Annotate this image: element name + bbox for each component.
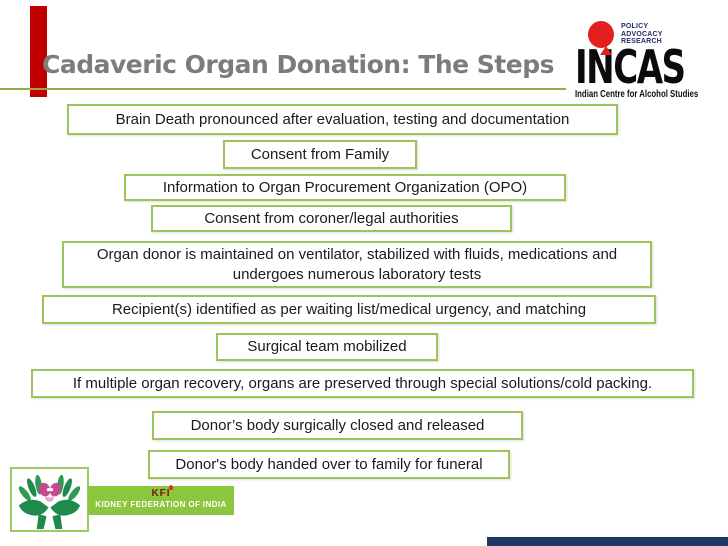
page-title: Cadaveric Organ Donation: The Steps (42, 50, 555, 79)
kfi-full-name: KIDNEY FEDERATION OF INDIA (95, 500, 227, 509)
incas-full-name: Indian Centre for Alcohol Studies (575, 89, 699, 100)
step-label: Brain Death pronounced after evaluation,… (115, 110, 570, 128)
red-accent-bar (30, 6, 47, 97)
step-label: Consent from coroner/legal authorities (204, 209, 459, 227)
incas-logo: POLICY ADVOCACY RESEARCH INCAS Indian Ce… (574, 18, 724, 104)
step-box-recipient-identified: Recipient(s) identified as per waiting l… (42, 295, 656, 324)
step-label: Donor's body handed over to family for f… (175, 455, 483, 473)
kfi-hands-svg (18, 474, 81, 530)
incas-tagline-line: RESEARCH (621, 38, 662, 45)
kfi-acronym-text: KFI (151, 488, 171, 499)
incas-tagline-line: POLICY (621, 23, 649, 30)
step-box-opo-information: Information to Organ Procurement Organiz… (124, 174, 566, 201)
step-label: Recipient(s) identified as per waiting l… (111, 300, 587, 318)
step-label: Surgical team mobilized (247, 338, 407, 356)
footer-accent-bar (487, 537, 728, 546)
step-box-organ-preservation: If multiple organ recovery, organs are p… (31, 369, 694, 398)
title-underline (0, 88, 566, 90)
kfi-banner: KFI KIDNEY FEDERATION OF INDIA (88, 485, 234, 515)
step-label: If multiple organ recovery, organs are p… (72, 374, 653, 392)
step-box-body-handed-over: Donor's body handed over to family for f… (148, 450, 510, 479)
step-label: Donor’s body surgically closed and relea… (190, 416, 485, 434)
kfi-acronym: KFI (88, 485, 234, 499)
step-box-coroner-consent: Consent from coroner/legal authorities (151, 205, 512, 232)
kfi-hands-icon (10, 467, 89, 532)
step-box-consent-family: Consent from Family (223, 140, 417, 169)
kfi-flame-icon (169, 485, 173, 490)
step-box-body-closed: Donor’s body surgically closed and relea… (152, 411, 523, 440)
step-label: Organ donor is maintained on ventilator,… (96, 246, 618, 283)
incas-caret-icon (600, 46, 612, 55)
step-label: Consent from Family (250, 145, 390, 163)
step-box-surgical-team: Surgical team mobilized (216, 333, 438, 361)
incas-tagline-line: ADVOCACY (621, 30, 663, 38)
step-box-donor-maintained: Organ donor is maintained on ventilator,… (62, 241, 652, 288)
incas-red-dot-icon (588, 21, 614, 48)
incas-acronym: INCAS (575, 40, 686, 94)
step-label: Information to Organ Procurement Organiz… (162, 178, 528, 196)
step-box-brain-death: Brain Death pronounced after evaluation,… (67, 104, 618, 135)
incas-tagline: POLICY ADVOCACY RESEARCH (621, 23, 663, 46)
